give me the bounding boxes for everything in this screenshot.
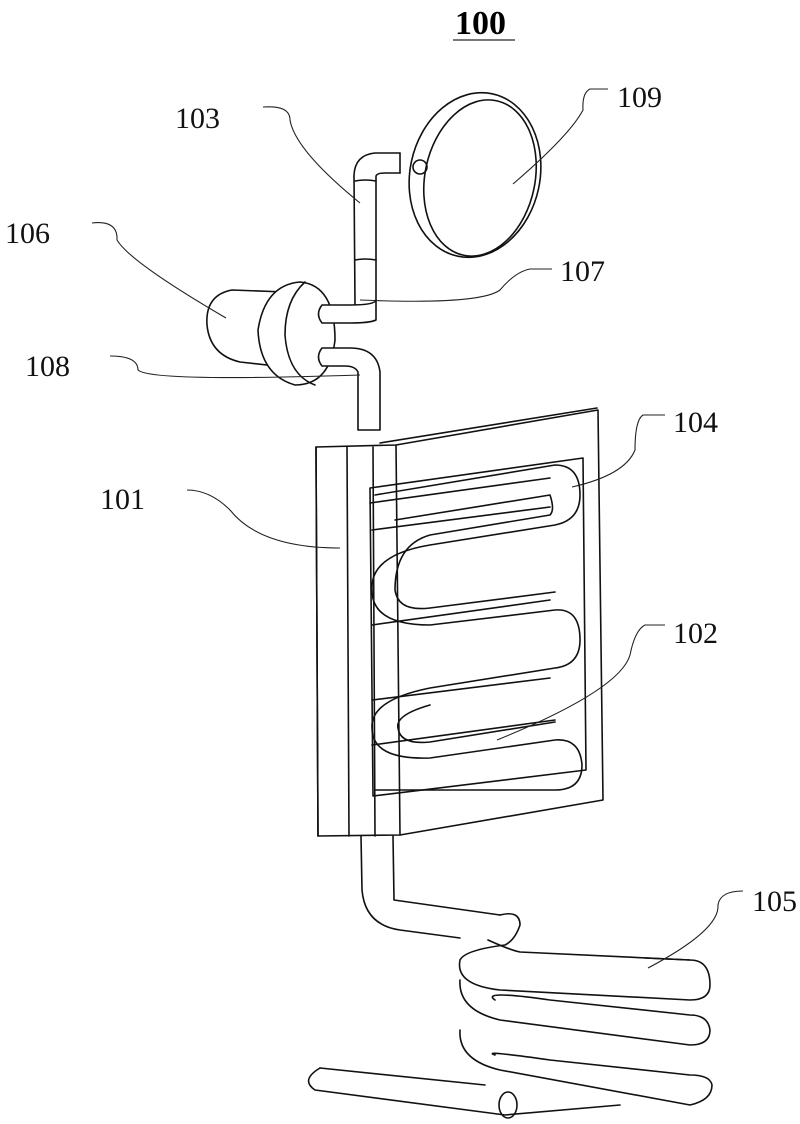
reference-labels: 103 106 108 107 109 101 104 102 105	[5, 81, 797, 918]
leader-102	[496, 624, 665, 741]
serpentine-tube-104	[371, 464, 583, 791]
lower-pipe	[360, 835, 501, 939]
label-109: 109	[617, 81, 662, 114]
label-105: 105	[752, 885, 797, 918]
leader-lines	[91, 88, 744, 969]
leader-105	[647, 890, 744, 969]
leader-103	[262, 106, 361, 204]
leader-107	[359, 268, 552, 302]
figure-number: 100	[455, 5, 506, 42]
label-107: 107	[560, 255, 605, 288]
leader-101	[186, 489, 341, 549]
label-104: 104	[673, 406, 718, 439]
label-103: 103	[175, 102, 220, 135]
disc-plate-109	[408, 91, 542, 259]
upper-pipe-103	[353, 152, 401, 306]
helical-coil-105	[307, 912, 713, 1119]
housing-block-101	[315, 407, 604, 837]
label-106: 106	[5, 217, 50, 250]
leader-108	[109, 355, 361, 379]
leader-109	[512, 88, 608, 185]
label-102: 102	[673, 617, 718, 650]
cylindrical-unit-106	[206, 281, 381, 431]
figure-title: 100	[453, 5, 515, 42]
label-108: 108	[25, 350, 70, 383]
leader-104	[571, 414, 665, 488]
leader-106	[91, 222, 227, 319]
label-101: 101	[100, 483, 145, 516]
